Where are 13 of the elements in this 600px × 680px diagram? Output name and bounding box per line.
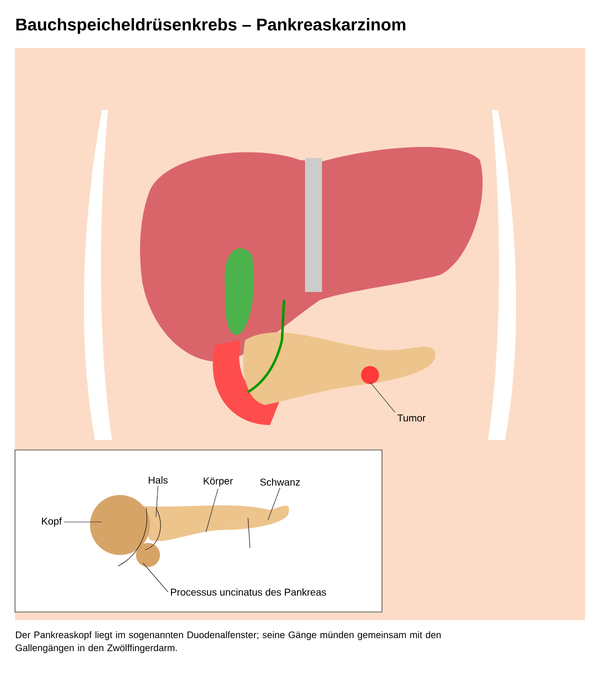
leader-line (206, 488, 218, 532)
caption: Der Pankreaskopf liegt im sogenannten Duodenalfenster; seine Gänge münden gemeinsam mit den Gallengängen in den Zwölffingerdarm. (16, 631, 441, 654)
callout-label: Tumor (397, 414, 426, 422)
callout-label: Körper (204, 478, 233, 486)
callout-label: Schwanz (260, 478, 300, 486)
leader-line (370, 382, 396, 413)
callout-label: Kopf (42, 517, 62, 527)
callout-label: Hals (148, 476, 168, 484)
leader-line (142, 562, 168, 592)
title: Bauchspeicheldrüsenkrebs – Pankreaskarzinom (16, 18, 406, 34)
leader-line (268, 488, 280, 520)
callout-label: Processus uncinatus des Pankreas (171, 588, 326, 596)
leader-line (156, 486, 158, 518)
